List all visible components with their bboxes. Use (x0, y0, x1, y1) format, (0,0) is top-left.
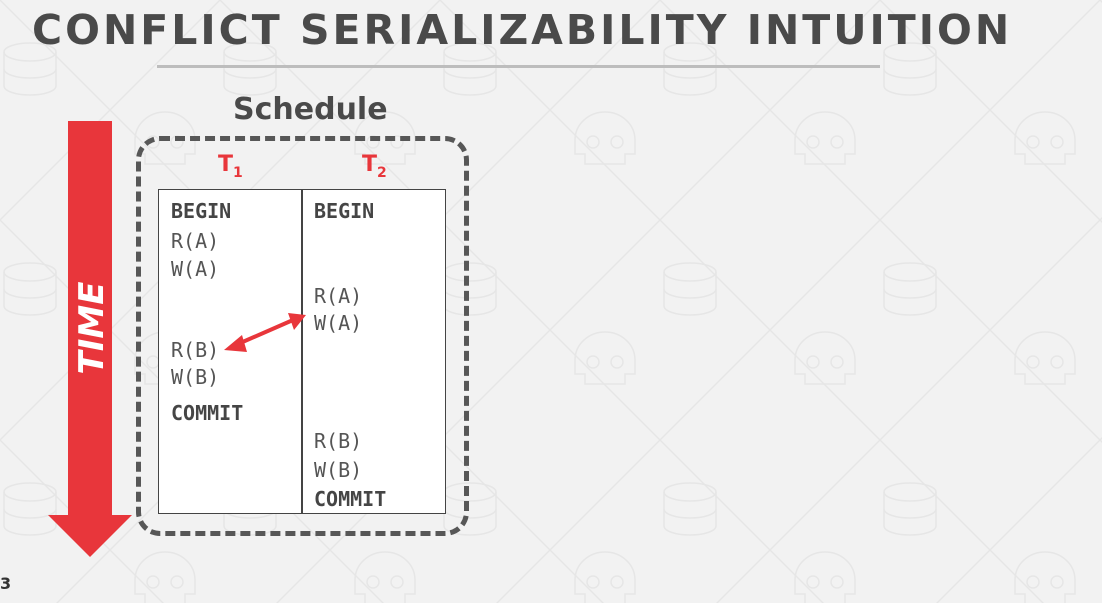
t2-write-b: W(B) (314, 458, 363, 482)
t2-header: T2 (362, 152, 387, 181)
t1-subscript: 1 (233, 165, 243, 181)
title-underline (157, 65, 880, 68)
t2-read-b: R(B) (314, 429, 363, 453)
t1-read-a: R(A) (171, 229, 220, 253)
t1-header: T1 (218, 152, 243, 181)
slide-title: CONFLICT SERIALIZABILITY INTUITION (32, 6, 1013, 54)
schedule-box (136, 136, 469, 536)
t2-letter: T (362, 152, 378, 177)
t2-read-a: R(A) (314, 284, 363, 308)
schedule-table (158, 189, 446, 514)
t1-write-b: W(B) (171, 365, 220, 389)
t1-read-b: R(B) (171, 338, 220, 362)
t2-write-a: W(A) (314, 311, 363, 335)
t1-write-a: W(A) (171, 257, 220, 281)
time-arrow (48, 121, 132, 557)
schedule-label: Schedule (233, 92, 388, 127)
t2-commit: COMMIT (314, 487, 387, 511)
t1-begin: BEGIN (171, 199, 232, 223)
t2-begin: BEGIN (314, 199, 375, 223)
slide-number: 3 (0, 574, 12, 593)
column-divider (301, 190, 303, 513)
t1-commit: COMMIT (171, 401, 244, 425)
t2-subscript: 2 (377, 165, 387, 181)
t1-letter: T (218, 152, 234, 177)
